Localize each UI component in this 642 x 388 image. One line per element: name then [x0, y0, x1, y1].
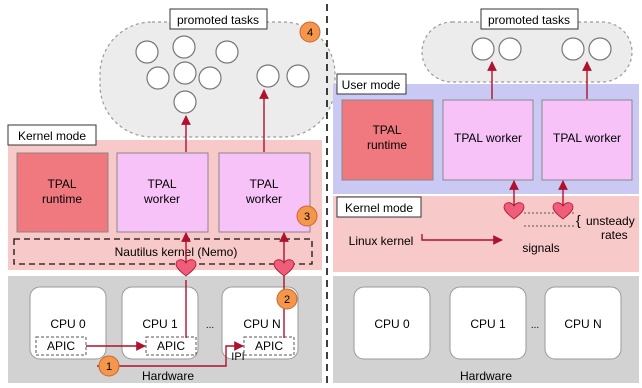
task-circle: [471, 37, 495, 61]
promoted-tasks-label: promoted tasks: [177, 13, 259, 27]
cpu-box: [544, 286, 622, 360]
step-badge-1: [98, 355, 120, 377]
task-circle: [173, 90, 197, 114]
step-3-label: 3: [304, 211, 310, 223]
tpal-worker-label: worker: [245, 192, 282, 206]
tpal-worker-label: TPAL: [249, 177, 278, 191]
step-badge-2: [276, 288, 298, 310]
task-circle: [588, 37, 612, 61]
tpal-worker-label: worker: [143, 192, 180, 206]
cpu-label: CPU N: [243, 317, 280, 331]
cpu-label: CPU 1: [470, 317, 506, 331]
cpu-label: CPU 0: [50, 317, 86, 331]
linux-kernel-label: Linux kernel: [349, 234, 414, 248]
task-circle: [172, 35, 196, 59]
promoted-tasks-label-box: [169, 8, 268, 30]
tpal-runtime-label: runtime: [367, 138, 407, 152]
apic-label: APIC: [157, 339, 185, 353]
kernel-mode-label-box: [7, 124, 97, 146]
apic-box: [145, 336, 197, 356]
tpal-runtime-label: runtime: [42, 192, 82, 206]
step-badge-3: [296, 205, 318, 227]
promoted-tasks-label-box: [480, 8, 579, 30]
task-circles: [135, 35, 310, 114]
kernel-mode-label-box: [336, 196, 422, 218]
task-circle: [286, 64, 310, 88]
tpal-worker-box: [116, 152, 209, 233]
kernel-mode-label: Kernel mode: [345, 201, 413, 215]
tpal-worker-label: TPAL worker: [454, 131, 522, 145]
right-panel: promoted tasks User mode TPAL runtime TP…: [333, 8, 639, 383]
unsteady-rates-label: unsteady: [586, 214, 635, 228]
unsteady-brace: {: [576, 212, 581, 228]
arrows: [421, 61, 592, 245]
hardware-label: Hardware: [460, 369, 512, 383]
nautilus-kernel-label: Nautilus kernel (Nemo): [115, 245, 238, 259]
tpal-worker-box: [218, 152, 311, 233]
user-mode-label-box: [336, 73, 407, 95]
apic-box: [35, 336, 87, 356]
nautilus-kernel-box: [13, 238, 313, 265]
task-circle: [173, 61, 197, 85]
task-circle: [256, 64, 280, 88]
cpu-ellipsis: ...: [206, 320, 214, 331]
tpal-runtime-box: [341, 99, 434, 181]
task-circle: [198, 66, 222, 90]
apic-label: APIC: [47, 339, 75, 353]
task-circle: [215, 40, 239, 64]
ipi-label: IPI: [231, 351, 244, 363]
signals-label: signals: [522, 241, 559, 255]
task-circle: [146, 66, 170, 90]
tpal-worker-box: [541, 99, 633, 181]
promoted-tasks-label: promoted tasks: [488, 13, 570, 27]
step-1-label: 1: [106, 361, 112, 373]
apic-box: [243, 336, 295, 356]
tpal-runtime-label: TPAL: [47, 177, 76, 191]
arrows: [86, 89, 289, 367]
user-mode-label: User mode: [342, 78, 401, 92]
tpal-worker-label: TPAL worker: [553, 131, 621, 145]
tpal-runtime-box: [16, 152, 109, 233]
cpu-box: [449, 286, 527, 360]
cpu-label: CPU 1: [142, 317, 178, 331]
tpal-runtime-label: TPAL: [372, 123, 401, 137]
signal-dotted-lines: [524, 212, 575, 227]
arrow-ipi: [97, 341, 244, 367]
step-2-label: 2: [284, 294, 290, 306]
unsteady-rates-label: rates: [601, 228, 628, 242]
tpal-worker-box: [442, 99, 534, 181]
kernel-mode-label: Kernel mode: [18, 129, 86, 143]
step-4-label: 4: [307, 27, 313, 39]
cpu-label: CPU N: [564, 317, 601, 331]
cpu-box: [353, 286, 431, 360]
step-badge-4: [299, 21, 321, 43]
task-circle: [135, 40, 159, 64]
arrow-linux-kernel-to-signals: [421, 234, 503, 245]
cpu-label: CPU 0: [374, 317, 410, 331]
task-circle: [498, 37, 522, 61]
left-panel: promoted tasks 4 Kernel mode TPAL runtim…: [7, 8, 336, 383]
task-circle: [561, 37, 585, 61]
cpu-ellipsis: ...: [531, 320, 539, 331]
tpal-worker-label: TPAL: [147, 177, 176, 191]
task-circles: [471, 37, 612, 61]
hardware-label: Hardware: [142, 369, 194, 383]
apic-label: APIC: [255, 339, 283, 353]
